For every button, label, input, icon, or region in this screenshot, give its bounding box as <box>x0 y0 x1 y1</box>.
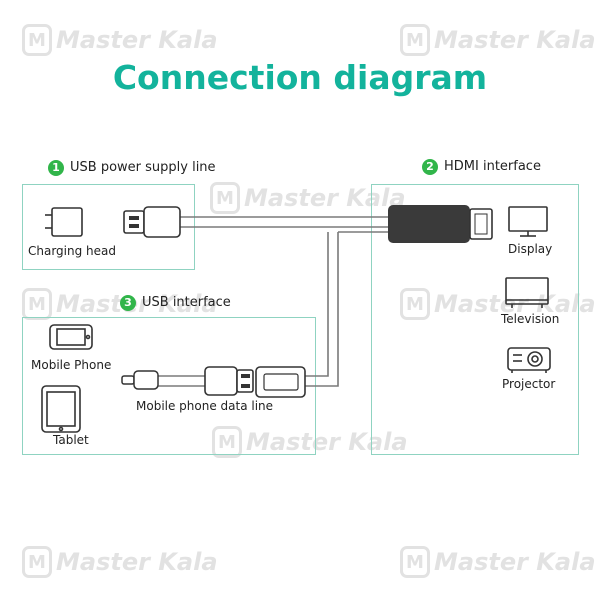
hdmi-connector <box>388 205 493 243</box>
usb-a-plug-data <box>204 366 254 396</box>
hdmi-panel <box>371 184 579 455</box>
television-label: Television <box>501 312 560 326</box>
section-label: USB interface <box>142 295 231 310</box>
charger-icon <box>45 207 83 237</box>
cable-lines <box>158 216 388 387</box>
charging-head-label: Charging head <box>28 244 117 258</box>
tablet-label: Tablet <box>53 433 89 447</box>
data-cable-trunk-outer <box>305 232 339 387</box>
section-number-badge: 1 <box>48 160 64 176</box>
tablet-icon <box>41 385 81 433</box>
phone-icon <box>49 324 93 350</box>
usb-a-female-socket <box>255 366 306 398</box>
section-label: USB power supply line <box>70 160 216 175</box>
display-label: Display <box>508 242 553 256</box>
section-usb-power-header: 1 USB power supply line <box>48 160 216 176</box>
section-usb-interface-header: 3 USB interface <box>120 295 231 311</box>
page-title: Connection diagram <box>112 58 488 97</box>
data-cable-trunk-inner <box>305 232 329 377</box>
usb-a-plug-power <box>123 206 181 238</box>
projector-label: Projector <box>502 377 556 391</box>
micro-usb-plug <box>121 370 159 390</box>
section-number-badge: 3 <box>120 295 136 311</box>
projector-icon <box>507 347 551 373</box>
data-line-label: Mobile phone data line <box>136 399 274 413</box>
tv-icon <box>505 277 549 308</box>
section-number-badge: 2 <box>422 159 438 175</box>
section-hdmi-header: 2 HDMI interface <box>422 159 541 175</box>
monitor-icon <box>508 206 548 237</box>
section-label: HDMI interface <box>444 159 541 174</box>
mobile-phone-label: Mobile Phone <box>31 358 112 372</box>
